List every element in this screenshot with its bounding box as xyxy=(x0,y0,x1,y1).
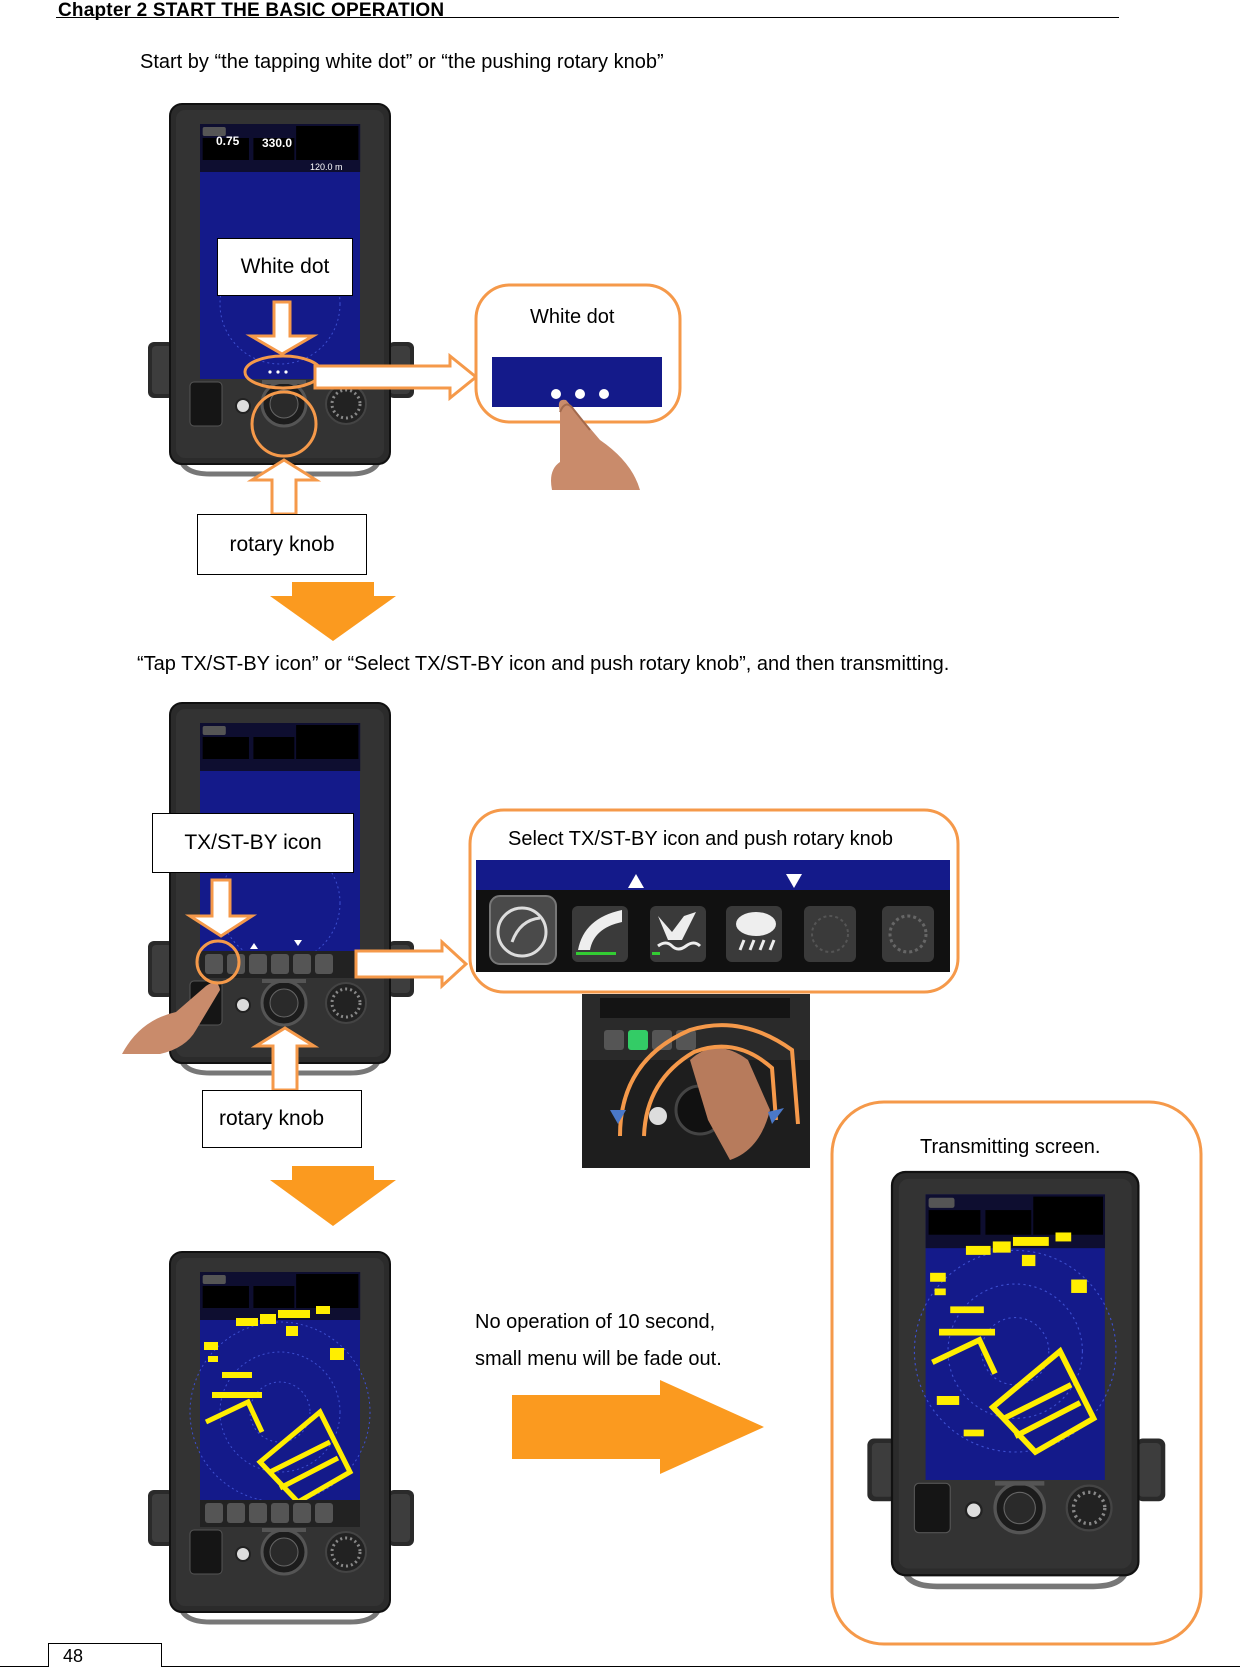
white-dot-label: White dot xyxy=(217,238,353,296)
fade-note-line2: small menu will be fade out. xyxy=(475,1348,722,1370)
chapter-heading: Chapter 2 START THE BASIC OPERATION xyxy=(58,0,445,21)
step2-annotations xyxy=(184,878,469,1226)
radar-depth-readout: 120.0 m xyxy=(310,162,343,172)
radar-device-transmitting xyxy=(867,1172,1165,1586)
rotary-knob-label-step2: rotary knob xyxy=(202,1090,362,1148)
fade-note-line1: No operation of 10 second, xyxy=(475,1311,716,1333)
radar-range-readout: 0.75 xyxy=(216,134,240,148)
step1-instruction: Start by “the tapping white dot” or “the… xyxy=(140,51,664,73)
tx-standby-callout-title: Select TX/ST-BY icon and push rotary kno… xyxy=(508,828,894,850)
rotary-knob-label-step1: rotary knob xyxy=(197,514,367,575)
rotary-knob-photo xyxy=(582,994,810,1168)
white-dot-callout-title: White dot xyxy=(530,306,615,328)
tx-standby-icon-label: TX/ST-BY icon xyxy=(152,813,354,873)
step2-instruction: “Tap TX/ST-BY icon” or “Select TX/ST-BY … xyxy=(137,653,950,675)
page-number: 48 xyxy=(48,1643,162,1667)
radar-heading-readout: 330.0 xyxy=(262,136,293,150)
footer-rule xyxy=(0,1666,1240,1667)
step1-annotations xyxy=(243,300,479,641)
transmitting-screen-label: Transmitting screen. xyxy=(920,1136,1101,1158)
hand-illustration xyxy=(122,982,220,1054)
header-rule xyxy=(56,17,1119,18)
radar-device-step3 xyxy=(148,1252,414,1622)
white-dot-callout xyxy=(474,283,682,490)
fade-out-arrow xyxy=(512,1380,764,1474)
tx-standby-callout xyxy=(468,808,960,994)
